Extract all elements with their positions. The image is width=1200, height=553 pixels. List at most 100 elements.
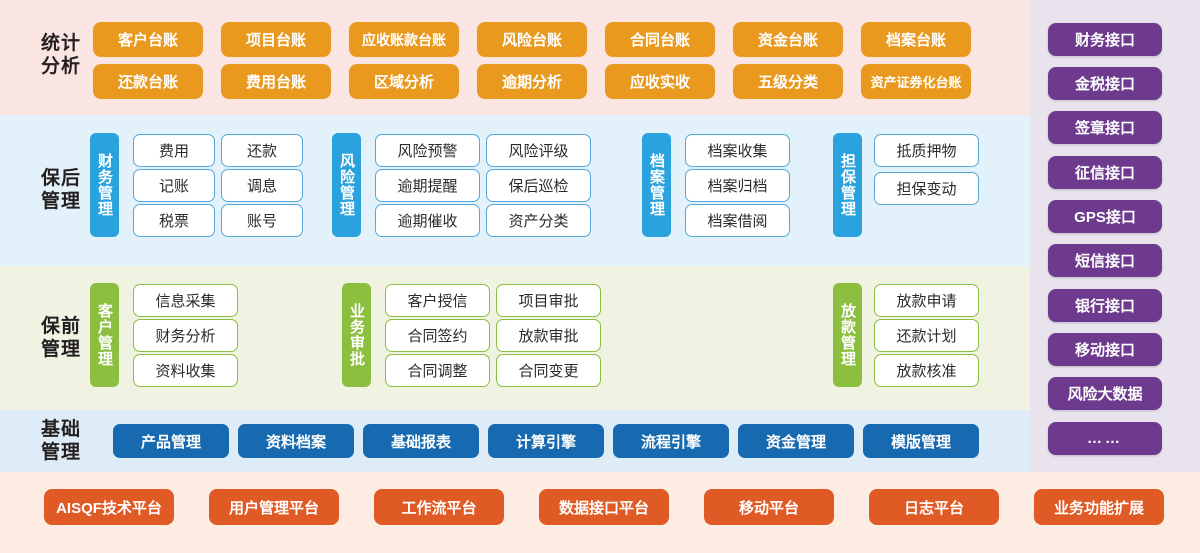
- post-item-fy[interactable]: 费用: [133, 134, 215, 167]
- post-item-zcfl[interactable]: 资产分类: [486, 204, 591, 237]
- post-item-dzyw[interactable]: 抵质押物: [874, 134, 979, 167]
- pre-item-xmsp[interactable]: 项目审批: [496, 284, 601, 317]
- base-button-zlda[interactable]: 资料档案: [238, 424, 354, 458]
- interface-button-seal[interactable]: 签章接口: [1048, 111, 1162, 144]
- pre-item-hkjh[interactable]: 还款计划: [874, 319, 979, 352]
- pre-item-htbg[interactable]: 合同变更: [496, 354, 601, 387]
- post-item-zh[interactable]: 账号: [221, 204, 303, 237]
- pre-item-htbg-label: 合同变更: [518, 363, 579, 380]
- post-group-tab-risk[interactable]: 风险管理: [332, 133, 361, 237]
- pre-item-xxcj-label: 信息采集: [155, 293, 216, 310]
- stat-button-zjtz[interactable]: 资金台账: [733, 22, 843, 57]
- interface-button-mobile-label: 移动接口: [1074, 342, 1135, 359]
- pre-item-httz[interactable]: 合同调整: [385, 354, 490, 387]
- post-item-sp-label: 税票: [158, 213, 189, 230]
- post-item-fxpj[interactable]: 风险评级: [486, 134, 591, 167]
- interface-button-sms[interactable]: 短信接口: [1048, 244, 1162, 277]
- stat-button-yqfx[interactable]: 逾期分析: [477, 64, 587, 99]
- stat-button-qyfx[interactable]: 区域分析: [349, 64, 459, 99]
- interface-button-tax[interactable]: 金税接口: [1048, 67, 1162, 100]
- post-item-sp[interactable]: 税票: [133, 204, 215, 237]
- base-button-cpgl[interactable]: 产品管理: [113, 424, 229, 458]
- base-button-mbgl[interactable]: 模版管理: [863, 424, 979, 458]
- pre-item-xxcj[interactable]: 信息采集: [133, 284, 238, 317]
- post-item-dasj[interactable]: 档案收集: [685, 134, 790, 167]
- platform-button-mobile[interactable]: 移动平台: [704, 489, 834, 525]
- post-item-jz-label: 记账: [158, 178, 189, 195]
- stat-button-fxtz[interactable]: 风险台账: [477, 22, 587, 57]
- interface-button-credit-label: 征信接口: [1074, 165, 1135, 182]
- pre-group-tab-disbursement[interactable]: 放款管理: [833, 283, 862, 387]
- interface-button-gps-label: GPS接口: [1074, 209, 1136, 226]
- stat-button-khtz[interactable]: 客户台账: [93, 22, 203, 57]
- interface-button-mobile[interactable]: 移动接口: [1048, 333, 1162, 366]
- statistics-row-label-line1: 统计: [40, 33, 81, 54]
- post-item-dbbd[interactable]: 担保变动: [874, 172, 979, 205]
- interface-button-finance-label: 财务接口: [1074, 32, 1135, 49]
- post-item-dagd[interactable]: 档案归档: [685, 169, 790, 202]
- pre-item-fksq[interactable]: 放款申请: [874, 284, 979, 317]
- post-item-hk[interactable]: 还款: [221, 134, 303, 167]
- post-loan-row-label-line2: 管理: [40, 191, 81, 212]
- stat-button-hktz[interactable]: 还款台账: [93, 64, 203, 99]
- stat-button-yqfx-label: 逾期分析: [501, 74, 562, 91]
- post-item-yqtx-label: 逾期提醒: [397, 178, 458, 195]
- post-item-fxpj-label: 风险评级: [508, 143, 569, 160]
- stat-button-wjfl[interactable]: 五级分类: [733, 64, 843, 99]
- stat-button-yssс[interactable]: 应收实收: [605, 64, 715, 99]
- post-item-jz[interactable]: 记账: [133, 169, 215, 202]
- stat-button-ysktz-label: 应收账款台账: [362, 31, 446, 48]
- pre-item-khsx-label: 客户授信: [407, 293, 468, 310]
- interface-button-more-label: ……: [1087, 430, 1123, 447]
- post-item-dajy[interactable]: 档案借阅: [685, 204, 790, 237]
- post-item-yqcs[interactable]: 逾期催收: [375, 204, 480, 237]
- stat-button-xmtz[interactable]: 项目台账: [221, 22, 331, 57]
- interface-button-more[interactable]: ……: [1048, 422, 1162, 455]
- base-row-label: 基础 管理: [28, 418, 94, 464]
- pre-item-cwfx[interactable]: 财务分析: [133, 319, 238, 352]
- pre-item-htqy[interactable]: 合同签约: [385, 319, 490, 352]
- base-row-label-line2: 管理: [40, 442, 81, 463]
- platform-button-log[interactable]: 日志平台: [869, 489, 999, 525]
- platform-button-workflow[interactable]: 工作流平台: [374, 489, 504, 525]
- pre-item-httz-label: 合同调整: [407, 363, 468, 380]
- interface-button-gps[interactable]: GPS接口: [1048, 200, 1162, 233]
- pre-item-khsx[interactable]: 客户授信: [385, 284, 490, 317]
- post-group-tab-finance[interactable]: 财务管理: [90, 133, 119, 237]
- platform-button-aisqf[interactable]: AISQF技术平台: [44, 489, 174, 525]
- stat-button-zczqh[interactable]: 资产证券化台账: [861, 64, 971, 99]
- pre-item-zlsj[interactable]: 资料收集: [133, 354, 238, 387]
- base-button-lcyq[interactable]: 流程引擎: [613, 424, 729, 458]
- base-button-jcbb[interactable]: 基础报表: [363, 424, 479, 458]
- post-item-tx[interactable]: 调息: [221, 169, 303, 202]
- stat-button-fytz[interactable]: 费用台账: [221, 64, 331, 99]
- interface-button-sms-label: 短信接口: [1074, 253, 1135, 270]
- interface-button-bank[interactable]: 银行接口: [1048, 289, 1162, 322]
- pre-group-tab-customer[interactable]: 客户管理: [90, 283, 119, 387]
- base-button-jsyq[interactable]: 计算引擎: [488, 424, 604, 458]
- interface-button-finance[interactable]: 财务接口: [1048, 23, 1162, 56]
- pre-group-tab-approval[interactable]: 业务审批: [342, 283, 371, 387]
- pre-item-fksp[interactable]: 放款审批: [496, 319, 601, 352]
- post-item-fxyj[interactable]: 风险预警: [375, 134, 480, 167]
- pre-item-fkhz-label: 放款核准: [896, 363, 957, 380]
- platform-button-dataapi[interactable]: 数据接口平台: [539, 489, 669, 525]
- interface-button-credit[interactable]: 征信接口: [1048, 156, 1162, 189]
- pre-item-fkhz[interactable]: 放款核准: [874, 354, 979, 387]
- platform-button-extension[interactable]: 业务功能扩展: [1034, 489, 1164, 525]
- stat-button-yssc-label: 应收实收: [629, 74, 690, 91]
- post-group-tab-guarantee[interactable]: 担保管理: [833, 133, 862, 237]
- post-item-yqtx[interactable]: 逾期提醒: [375, 169, 480, 202]
- post-group-tab-archive[interactable]: 档案管理: [642, 133, 671, 237]
- post-item-dbbd-label: 担保变动: [896, 181, 957, 198]
- platform-button-user[interactable]: 用户管理平台: [209, 489, 339, 525]
- stat-button-ysktz[interactable]: 应收账款台账: [349, 22, 459, 57]
- base-button-zjgl[interactable]: 资金管理: [738, 424, 854, 458]
- stat-button-httz-label: 合同台账: [629, 32, 690, 49]
- stat-button-httz[interactable]: 合同台账: [605, 22, 715, 57]
- stat-button-datz[interactable]: 档案台账: [861, 22, 971, 57]
- interface-button-seal-label: 签章接口: [1074, 120, 1135, 137]
- post-item-bhxj[interactable]: 保后巡检: [486, 169, 591, 202]
- interface-button-bigdata[interactable]: 风险大数据: [1048, 377, 1162, 410]
- interface-button-tax-label: 金税接口: [1074, 76, 1135, 93]
